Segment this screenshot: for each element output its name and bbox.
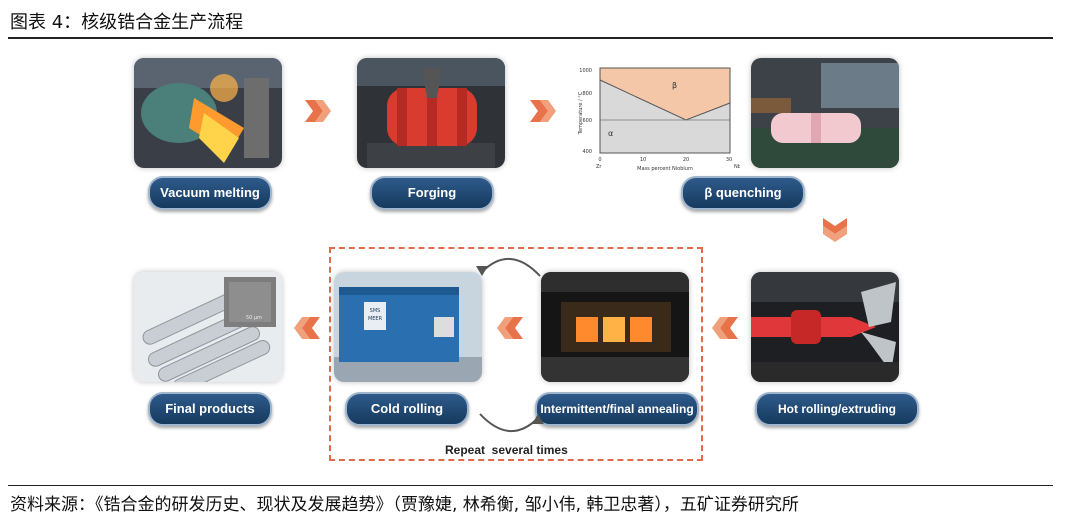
phase-diagram: β α 1000 800 600 400 0 10 20 30 Zr Nb Ma…: [570, 58, 741, 178]
phase-ytick: 800: [582, 91, 592, 97]
arrow-right-icon: [305, 100, 331, 122]
final-products-image: 50 μm: [134, 272, 282, 382]
phase-ylabel: Temperature / °C: [578, 91, 584, 135]
vacuum-melting-label: Vacuum melting: [148, 176, 272, 210]
loop-arrow-top-icon: [476, 257, 541, 277]
top-divider: [8, 37, 1053, 39]
hot-rolling-label: Hot rolling/extruding: [755, 392, 919, 426]
machine-text-line2: MEER: [368, 316, 383, 322]
phase-xlabel: Mass percent Niobium: [637, 166, 693, 172]
machine-text-line1: SMS: [370, 308, 381, 314]
phase-xtick: 10: [640, 157, 646, 163]
vacuum-melting-image: [134, 58, 282, 168]
repeat-loop-box: [329, 247, 703, 461]
forging-label: Forging: [370, 176, 494, 210]
scale-bar-label: 50 μm: [246, 315, 262, 321]
annealing-image: [541, 272, 689, 382]
phase-xtick: 0: [598, 157, 601, 163]
repeat-label: Repeat several times: [445, 443, 568, 457]
cold-rolling-label: Cold rolling: [345, 392, 469, 426]
phase-ytick: 1000: [579, 68, 592, 74]
final-products-label: Final products: [148, 392, 272, 426]
source-note: 资料来源：《锆合金的研发历史、现状及发展趋势》（贾豫婕, 林希衡, 邹小伟, 韩…: [10, 495, 799, 515]
cold-rolling-image: SMS MEER: [334, 272, 482, 382]
phase-region-alpha: α: [608, 129, 613, 138]
bottom-divider: [8, 485, 1053, 486]
figure-title: 图表 4：核级锆合金生产流程: [10, 12, 244, 33]
arrow-right-icon: [530, 100, 556, 122]
arrow-left-icon: [497, 317, 523, 339]
beta-quenching-label: β quenching: [681, 176, 805, 210]
quenching-image: [751, 58, 899, 168]
phase-x-right: Nb: [734, 164, 740, 170]
phase-ytick: 400: [582, 149, 592, 155]
arrow-left-icon: [712, 317, 738, 339]
phase-region-beta: β: [672, 81, 677, 90]
loop-arrow-bottom-icon: [479, 413, 544, 433]
arrow-left-icon: [294, 317, 320, 339]
phase-xtick: 20: [683, 157, 689, 163]
hot-rolling-image: [751, 272, 899, 382]
phase-ytick: 600: [582, 118, 592, 124]
phase-x-left: Zr: [596, 164, 602, 170]
forging-image: [357, 58, 505, 168]
arrow-down-icon: [823, 218, 847, 242]
annealing-label: Intermittent/final annealing: [535, 392, 699, 426]
phase-xtick: 30: [726, 157, 732, 163]
